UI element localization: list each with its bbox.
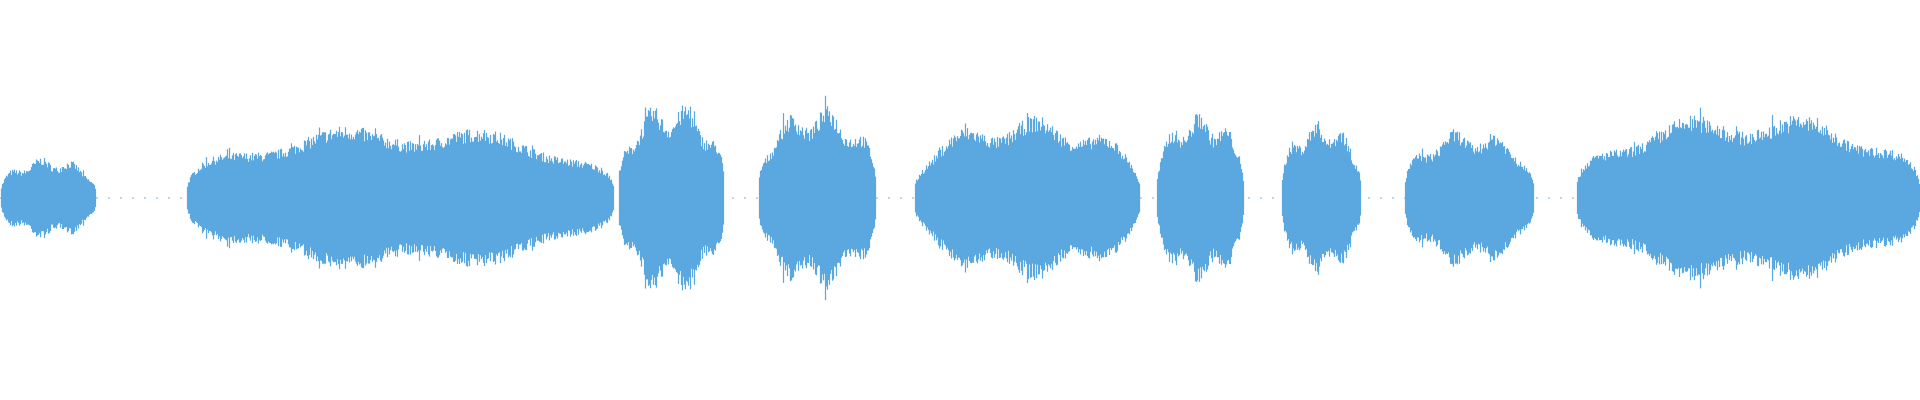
waveform-bars (0, 95, 1920, 301)
